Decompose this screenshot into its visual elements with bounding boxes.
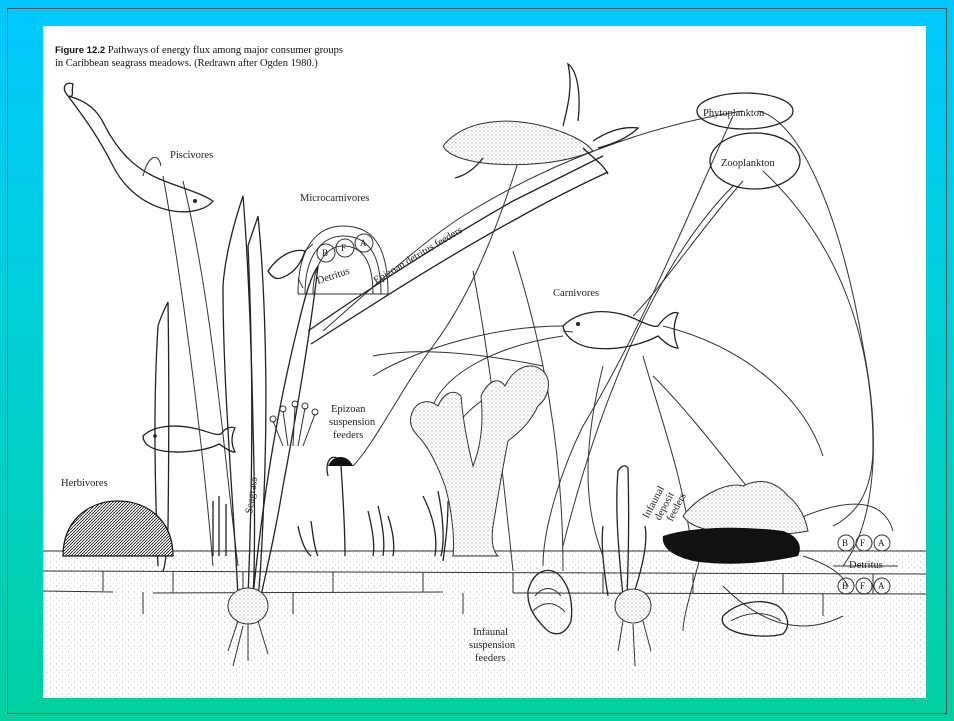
label-infaunal-susp-1: Infaunal xyxy=(473,627,508,638)
label-piscivores: Piscivores xyxy=(170,150,213,161)
label-epizoan-detritus-feeders: Epizoan detritus feeders xyxy=(372,225,465,287)
label-f-top: F xyxy=(341,243,346,253)
label-epizoan-susp-1: Epizoan xyxy=(331,404,366,415)
feather-worm xyxy=(328,457,353,556)
detritus-dome xyxy=(298,226,388,294)
label-infaunal-susp-3: feeders xyxy=(475,653,505,664)
food-web-diagram: Piscivores Microcarnivores Phytoplankton… xyxy=(43,26,926,698)
label-epizoan-susp-3: feeders xyxy=(333,430,363,441)
label-phytoplankton: Phytoplankton xyxy=(703,108,765,119)
label-microcarnivores: Microcarnivores xyxy=(300,193,369,204)
epizoan-band xyxy=(308,156,608,344)
label-a-top: A xyxy=(360,238,367,248)
reef-fish xyxy=(143,426,235,452)
caption-line-2: in Caribbean seagrass meadows. (Redrawn … xyxy=(55,58,318,69)
label-herbivores: Herbivores xyxy=(61,478,108,489)
turtle-illustration xyxy=(443,64,638,178)
label-b-bottom-1: B xyxy=(842,538,848,548)
label-seagrass: Seagrass xyxy=(244,476,260,514)
queen-conch xyxy=(663,481,808,563)
figure-panel: Piscivores Microcarnivores Phytoplankton… xyxy=(43,26,926,698)
label-a-bottom-1: A xyxy=(878,538,885,548)
label-carnivores: Carnivores xyxy=(553,288,599,299)
label-zooplankton: Zooplankton xyxy=(721,158,775,169)
figure-caption: Figure 12.2 Pathways of energy flux amon… xyxy=(55,44,475,70)
label-infaunal-susp-2: suspension xyxy=(469,640,516,651)
caption-line-1: Pathways of energy flux among major cons… xyxy=(108,45,343,56)
carnivore-fish xyxy=(563,312,678,349)
label-b-bottom-2: B xyxy=(842,581,848,591)
label-detritus-bottom: Detritus xyxy=(849,560,883,571)
label-epizoan-susp-2: suspension xyxy=(329,417,376,428)
sponge-coral xyxy=(410,366,548,556)
label-a-bottom-2: A xyxy=(878,581,885,591)
label-f-bottom-2: F xyxy=(860,581,865,591)
figure-number: Figure 12.2 xyxy=(55,45,105,56)
label-detritus-top: Detritus xyxy=(316,266,352,287)
label-f-bottom-1: F xyxy=(860,538,865,548)
label-b-top: B xyxy=(322,248,328,258)
sediment-layer xyxy=(43,550,926,698)
piscivore-fish xyxy=(64,83,213,212)
